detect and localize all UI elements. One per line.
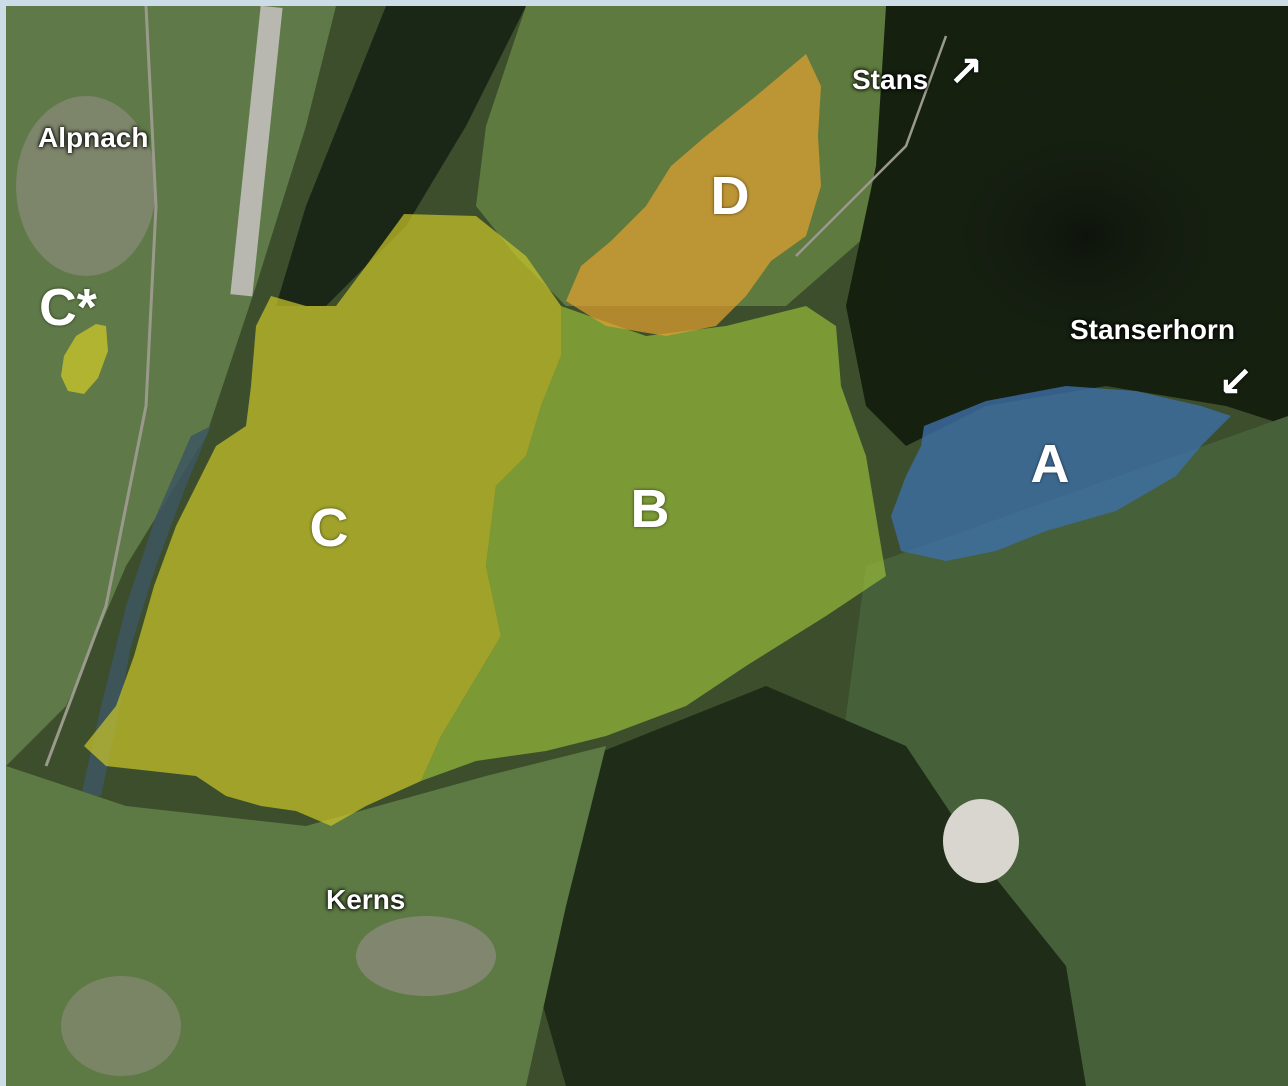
zone-c-area	[84, 214, 561, 826]
quarry-site	[943, 799, 1019, 883]
mountain-shadow	[866, 66, 1288, 406]
town-southwest	[61, 976, 181, 1076]
zone-b-area	[421, 306, 886, 781]
map-frame: A B C C* D Alpnach Stans ↗ Stanserhorn ↙…	[6, 6, 1288, 1086]
road	[44, 6, 158, 767]
zone-c-star-area	[61, 324, 108, 394]
arrow-down-left-icon: ↙	[1218, 357, 1254, 406]
zone-c-label: C	[309, 498, 349, 558]
forest-ridge-center	[276, 6, 526, 306]
aerial-map	[6, 6, 1288, 1086]
zone-d-label: D	[710, 166, 750, 226]
town-alpnach	[16, 96, 156, 276]
road-east	[795, 35, 948, 257]
zone-a-label: A	[1030, 434, 1070, 494]
zone-b-label: B	[630, 479, 670, 539]
place-label-alpnach: Alpnach	[38, 122, 149, 153]
airfield-runway	[230, 6, 283, 297]
place-label-kerns: Kerns	[326, 884, 406, 915]
place-label-stans: Stans	[852, 64, 929, 95]
arrow-up-right-icon: ↗	[948, 47, 984, 96]
zone-a-area	[891, 386, 1231, 561]
river-sarner-aa	[81, 426, 211, 796]
town-kerns	[356, 916, 496, 996]
forest-southeast	[526, 686, 1086, 1086]
zone-d-area	[566, 54, 821, 336]
place-label-stanserhorn: Stanserhorn	[1070, 314, 1235, 345]
zone-c-star-label: C*	[39, 279, 97, 337]
